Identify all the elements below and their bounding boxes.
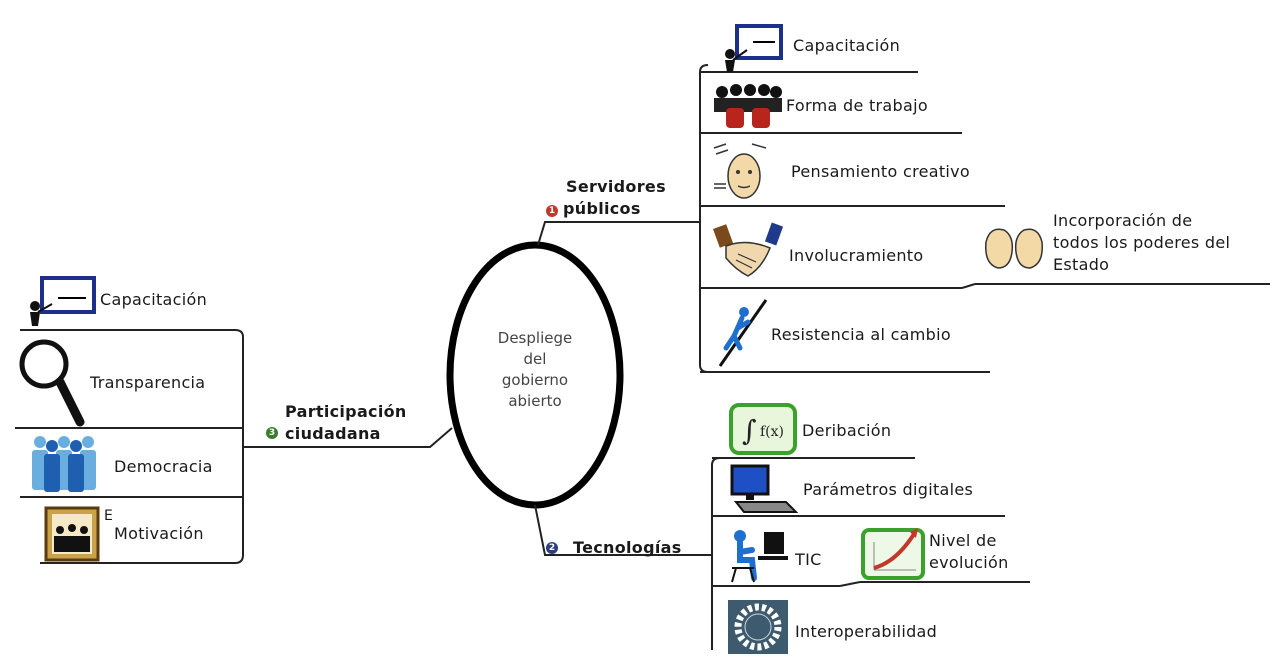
- team-meeting-icon: [714, 84, 782, 128]
- teacher-board-icon: [725, 24, 783, 72]
- magnifying-glass-icon: [19, 339, 85, 427]
- thinking-head-icon: [713, 143, 767, 199]
- item-motivacion: Motivación: [114, 524, 204, 543]
- item-capacitacion-participacion: Capacitación: [100, 290, 208, 309]
- branch-line-servidores: [537, 221, 700, 246]
- item-deribacion: Deribación: [802, 421, 892, 440]
- item-capacitacion-servidores: Capacitación: [793, 36, 901, 55]
- item-parametros-digitales: Parámetros digitales: [803, 480, 974, 499]
- branch-line-participacion: [243, 427, 453, 448]
- number-badge-1: 1: [546, 205, 558, 217]
- item-transparencia: Transparencia: [90, 373, 206, 392]
- item-forma-trabajo: Forma de trabajo: [786, 96, 928, 115]
- participacion-bracket: [234, 329, 244, 564]
- clapping-hands-icon: [985, 228, 1043, 269]
- number-badge-3: 3: [266, 427, 278, 439]
- teacher-board-icon: [30, 276, 96, 326]
- item-pensamiento-creativo: Pensamiento creativo: [791, 162, 971, 181]
- svg-text:f(x): f(x): [760, 424, 784, 440]
- central-node-label: Despliege del gobierno abierto: [497, 329, 573, 410]
- growth-chart-icon: [861, 528, 925, 580]
- item-involucramiento: Involucramiento: [789, 246, 924, 265]
- item-interoperabilidad: Interoperabilidad: [795, 622, 938, 641]
- branch-line-tecnologias: [534, 504, 712, 556]
- svg-text:∫: ∫: [742, 414, 757, 447]
- item-incorporacion: Incorporación de todos los poderes del E…: [1053, 211, 1231, 274]
- person-at-computer-icon: [731, 530, 788, 583]
- branch-title-servidores: Servidores públicos: [563, 177, 666, 218]
- climbing-person-icon: [718, 299, 768, 367]
- tecnologias-bracket: [711, 457, 721, 650]
- branch-title-tecnologias: Tecnologías: [573, 538, 682, 557]
- item-democracia: Democracia: [114, 457, 213, 476]
- item-resistencia: Resistencia al cambio: [771, 325, 951, 344]
- item-tic: TIC: [795, 550, 822, 569]
- people-group-icon: [32, 436, 96, 492]
- audience-icon: [44, 506, 100, 562]
- gear-network-icon: [728, 600, 788, 654]
- motivacion-prefix: E: [104, 508, 114, 524]
- servidores-bracket: [699, 64, 709, 373]
- integral-formula-icon: ∫ f(x): [729, 403, 797, 455]
- handshake-icon: [713, 222, 784, 277]
- item-nivel-evolucion: Nivel de evolución: [929, 531, 1009, 572]
- number-badge-2: 2: [546, 542, 558, 554]
- computer-icon: [730, 464, 798, 513]
- branch-title-participacion: Participación ciudadana: [285, 402, 407, 443]
